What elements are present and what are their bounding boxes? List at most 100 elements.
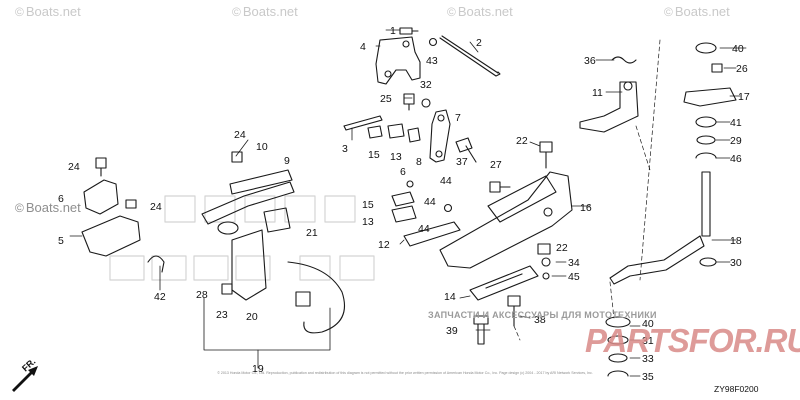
label-31: 31 — [642, 335, 654, 347]
label-4: 4 — [360, 41, 366, 53]
dashed-reference-lines — [513, 39, 661, 341]
russian-logo: PARTSFOR.RU — [585, 322, 800, 359]
label-27: 27 — [490, 159, 502, 171]
part-14-slot — [485, 273, 523, 289]
watermark-top-mid: ©Boats.net — [232, 4, 298, 19]
label-14: 14 — [444, 291, 456, 303]
label-34: 34 — [568, 257, 580, 269]
label-35: 35 — [642, 371, 654, 383]
label-1: 1 — [390, 25, 396, 37]
part-46-clip — [695, 152, 717, 159]
label-6: 6 — [400, 166, 406, 178]
label-24a: 24 — [68, 161, 80, 173]
label-28: 28 — [196, 289, 208, 301]
watermark-mid-left: ©Boats.net — [15, 200, 81, 215]
label-15b: 15 — [362, 199, 374, 211]
label-10: 10 — [256, 141, 268, 153]
part-7-hole-top — [437, 114, 445, 122]
part-18-shift-arm — [609, 235, 705, 285]
part-16-arm — [487, 175, 557, 223]
part-13-clip-lower — [391, 205, 417, 223]
label-24b: 24 — [150, 201, 162, 213]
part-30-washer — [699, 257, 717, 267]
label-16: 16 — [580, 202, 592, 214]
label-44a: 44 — [440, 175, 452, 187]
label-24c: 24 — [234, 129, 246, 141]
part-18-shift-rod — [701, 171, 711, 237]
part-11-plate — [579, 81, 639, 133]
part-44-clip-a — [443, 203, 453, 213]
part-19-connector — [295, 291, 311, 307]
label-17: 17 — [738, 91, 750, 103]
label-3: 3 — [342, 143, 348, 155]
part-22-bolt-upper — [539, 141, 553, 169]
part-17-holder — [683, 87, 737, 107]
part-40-seal-lower — [605, 316, 631, 328]
part-14-slide-plate — [469, 265, 539, 301]
label-37: 37 — [456, 156, 468, 168]
label-13b: 13 — [362, 216, 374, 228]
part-24-bolt-mid — [125, 199, 137, 209]
part-12-link — [403, 221, 461, 247]
part-4-top-hole — [402, 40, 410, 48]
part-41-oring — [695, 116, 717, 128]
part-24-bolt-top — [231, 151, 243, 163]
part-20-switch-assembly — [231, 229, 267, 301]
watermark-top-center: ©Boats.net — [447, 4, 513, 19]
part-4-pivot-hole — [384, 70, 392, 78]
label-2: 2 — [476, 37, 482, 49]
part-16-bracket — [439, 171, 573, 269]
part-26-bolt — [711, 63, 723, 73]
part-22-bolt-lower — [537, 243, 551, 255]
label-39: 39 — [446, 325, 458, 337]
label-40a: 40 — [732, 43, 744, 55]
label-29: 29 — [730, 135, 742, 147]
label-23: 23 — [216, 309, 228, 321]
part-23-bolt — [221, 283, 233, 295]
label-41: 41 — [730, 117, 742, 129]
part-33-washer — [608, 353, 628, 363]
label-6-left: 6 — [58, 193, 64, 205]
label-25: 25 — [380, 93, 392, 105]
label-13a: 13 — [390, 151, 402, 163]
label-38: 38 — [534, 314, 546, 326]
label-43: 43 — [426, 55, 438, 67]
part-6-switch-body — [83, 179, 119, 215]
part-3-cable-end — [343, 115, 383, 131]
part-34-washer — [541, 257, 551, 267]
part-8-bushing — [407, 127, 421, 143]
part-19-harness-wire — [287, 261, 346, 334]
part-29-washer — [696, 135, 716, 145]
part-32-washer — [421, 98, 431, 108]
label-19: 19 — [252, 363, 264, 375]
part-27-bolt — [489, 181, 511, 193]
label-32: 32 — [420, 79, 432, 91]
part-21-clamp — [263, 207, 291, 233]
part-28-grommet — [217, 221, 239, 235]
label-33: 33 — [642, 353, 654, 365]
copyright-fine-print: © 2013 Honda Motor Co., Ltd. Reproductio… — [217, 371, 593, 375]
leader-lines — [69, 29, 747, 377]
part-7-arm — [429, 109, 451, 163]
label-45: 45 — [568, 271, 580, 283]
part-2-threaded-rod — [439, 35, 501, 77]
part-39-bolt — [473, 315, 489, 345]
label-44b: 44 — [424, 196, 436, 208]
part-35-clip — [607, 370, 629, 377]
label-30: 30 — [730, 257, 742, 269]
part-36-clip — [611, 56, 637, 64]
label-5: 5 — [58, 235, 64, 247]
label-21: 21 — [306, 227, 318, 239]
part-9-bracket — [201, 181, 295, 225]
part-4-link-plate — [375, 36, 421, 85]
label-36: 36 — [584, 55, 596, 67]
part-25-bolt — [403, 93, 415, 111]
label-11: 11 — [592, 87, 603, 99]
part-13-clip-upper — [387, 123, 405, 139]
label-44c: 44 — [418, 223, 430, 235]
label-12: 12 — [378, 239, 390, 251]
part-40-seal-upper — [695, 42, 717, 54]
front-arrow-icon — [12, 366, 38, 392]
part-45-clip — [542, 272, 550, 280]
part-42-wire-clip — [147, 255, 165, 273]
